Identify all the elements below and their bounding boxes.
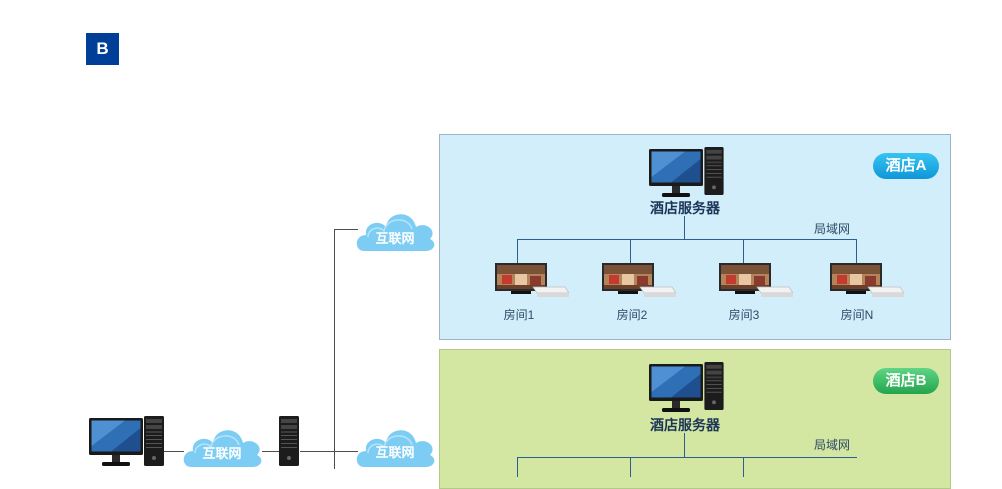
room-tv-settopbox-icon xyxy=(495,263,569,297)
hotel-a-server-label: 酒店服务器 xyxy=(650,200,720,216)
hotel-a-room2-link xyxy=(630,239,631,263)
internet-cloud-label: 互联网 xyxy=(375,445,415,460)
left-pc-link xyxy=(164,451,184,452)
hotel-b-server-label: 酒店服务器 xyxy=(650,417,720,433)
hotel-b-room3-link xyxy=(743,457,744,477)
hotel-b-panel: 酒店B 酒店服务器 局域网 xyxy=(439,349,951,489)
client-monitor-icon xyxy=(89,418,143,468)
hotel-b-server-tower-icon xyxy=(704,362,724,410)
hotel-b-lan-label: 局域网 xyxy=(814,438,851,452)
hotel-b-lan-bus xyxy=(517,457,857,458)
section-badge: B xyxy=(86,33,119,65)
hotel-b-tag: 酒店B xyxy=(873,368,939,394)
hotel-b-server-link xyxy=(684,433,685,457)
hotel-a-server-tower-icon xyxy=(704,147,724,195)
room-tv-settopbox-icon xyxy=(719,263,793,297)
room-tv-settopbox-icon xyxy=(830,263,904,297)
hotel-a-lan-label: 局域网 xyxy=(814,222,851,236)
room-tv-settopbox-icon xyxy=(602,263,676,297)
trunk-line xyxy=(334,229,335,469)
internet-cloud-label: 互联网 xyxy=(202,446,242,461)
left-cloud-link xyxy=(262,451,280,452)
room-label: 房间N xyxy=(840,308,874,322)
hotel-a-room3-link xyxy=(743,239,744,263)
room-label: 房间1 xyxy=(503,308,535,322)
top-cloud-link xyxy=(334,229,358,230)
hotel-a-lan-bus xyxy=(517,239,857,240)
gateway-server-tower-icon xyxy=(279,416,299,466)
bottom-cloud-link xyxy=(300,451,358,452)
hotel-a-server-monitor-icon xyxy=(649,149,703,199)
hotel-a-room1-link xyxy=(517,239,518,263)
hotel-a-roomn-link xyxy=(856,239,857,263)
internet-cloud-label: 互联网 xyxy=(375,231,415,246)
hotel-a-tag: 酒店A xyxy=(873,153,939,179)
hotel-b-room2-link xyxy=(630,457,631,477)
hotel-b-room1-link xyxy=(517,457,518,477)
client-tower-icon xyxy=(144,416,164,466)
hotel-a-server-link xyxy=(684,216,685,239)
room-label: 房间2 xyxy=(616,308,648,322)
room-label: 房间3 xyxy=(728,308,760,322)
hotel-b-server-monitor-icon xyxy=(649,364,703,414)
hotel-a-panel: 酒店A 酒店服务器 局域网 房间1 房间2 房间3 房间N xyxy=(439,134,951,340)
